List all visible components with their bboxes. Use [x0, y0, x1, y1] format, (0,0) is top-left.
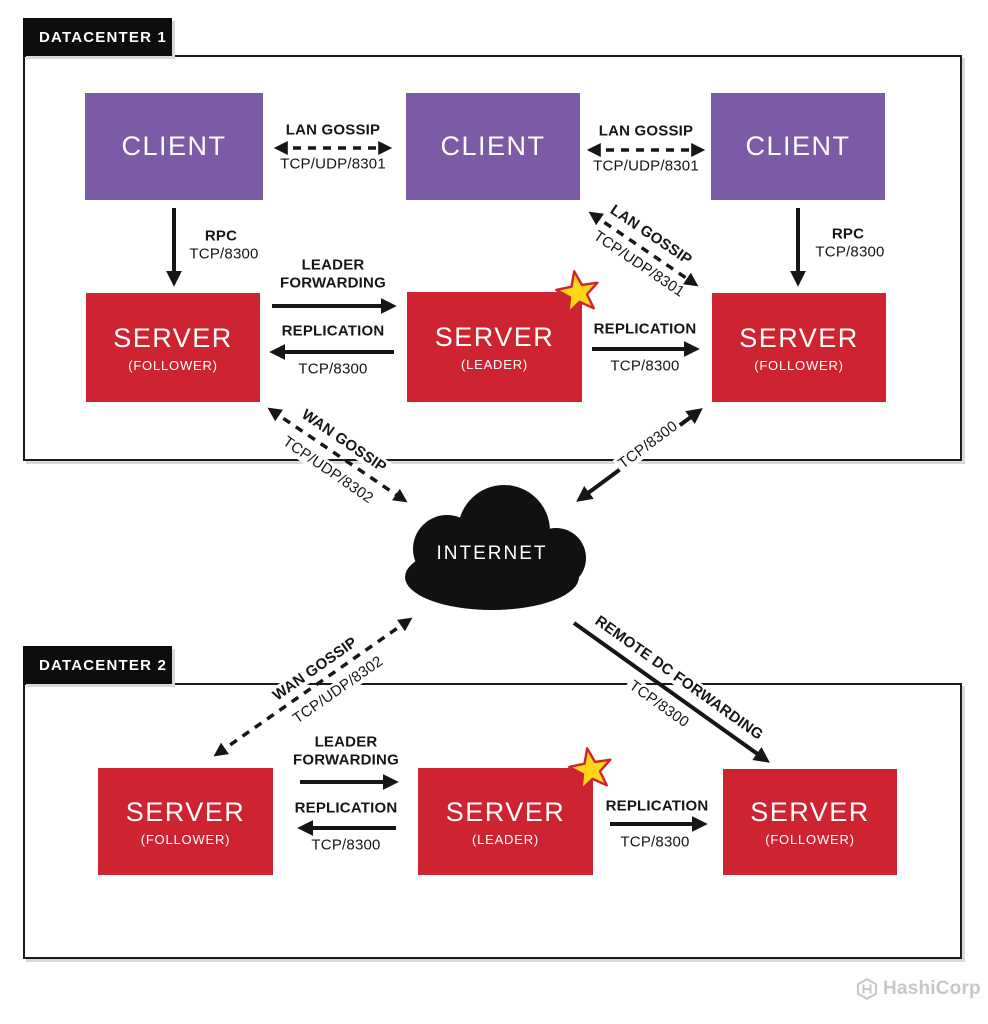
dc2-leader-forwarding-line2: FORWARDING	[293, 751, 399, 769]
dc1-server-1-title: SERVER	[113, 322, 233, 353]
dc1-replication-left-port: TCP/8300	[298, 360, 368, 378]
dc1-client-1: CLIENT	[85, 93, 263, 200]
dc1-client-3-label: CLIENT	[745, 131, 851, 161]
dc1-server-2-title: SERVER	[434, 322, 555, 352]
dc1-server-follower-left: SERVER (FOLLOWER)	[86, 293, 260, 402]
dc2-server-follower-left: SERVER (FOLLOWER)	[98, 768, 273, 875]
dc1-client-3: CLIENT	[711, 93, 885, 200]
hashicorp-logo-icon	[857, 978, 877, 1000]
dc2-server-1-title: SERVER	[125, 796, 246, 827]
dc1-leader-forwarding-line1: LEADER	[301, 256, 365, 274]
dc2-server-3-title: SERVER	[750, 797, 870, 827]
dc1-replication-left-title: REPLICATION	[281, 322, 385, 340]
datacenter2-border	[23, 683, 962, 959]
dc2-replication-left-port: TCP/8300	[311, 836, 381, 854]
datacenter1-label-text: DATACENTER 1	[39, 28, 168, 46]
dc2-replication-right-port: TCP/8300	[620, 833, 690, 851]
dc1-server-3-title: SERVER	[739, 322, 859, 353]
rpc-right-title: RPC	[831, 225, 865, 243]
datacenter1-label: DATACENTER 1	[23, 18, 172, 56]
internet-label: INTERNET	[436, 543, 548, 564]
dc1-server-1-subtitle: (FOLLOWER)	[128, 357, 218, 373]
dc1-replication-right-port: TCP/8300	[610, 357, 680, 375]
lan-gossip-1-title: LAN GOSSIP	[285, 121, 381, 139]
dc2-leader-forwarding-line1: LEADER	[314, 733, 378, 751]
dc1-client-2-label: CLIENT	[440, 131, 546, 161]
dc1-server-2-subtitle: (LEADER)	[460, 357, 529, 372]
dc1-leader-star-icon	[555, 270, 599, 314]
datacenter2-label: DATACENTER 2	[23, 646, 172, 684]
dc2-leader-star-icon	[568, 747, 612, 791]
datacenter2-label-text: DATACENTER 2	[39, 656, 168, 674]
dc1-server-leader: SERVER (LEADER)	[407, 292, 582, 402]
dc2-server-leader: SERVER (LEADER)	[418, 768, 593, 875]
dc2-replication-right-title: REPLICATION	[605, 797, 709, 815]
lan-gossip-2-title: LAN GOSSIP	[598, 122, 694, 140]
dc1-client-1-label: CLIENT	[121, 131, 227, 161]
dc2-server-1-subtitle: (FOLLOWER)	[140, 831, 231, 847]
dc2-server-3-subtitle: (FOLLOWER)	[765, 832, 855, 847]
lan-gossip-1-port: TCP/UDP/8301	[280, 155, 386, 173]
dc2-server-2-title: SERVER	[445, 796, 566, 827]
dc1-replication-right-title: REPLICATION	[593, 320, 697, 338]
rpc-left-title: RPC	[204, 227, 238, 245]
dc2-server-follower-right: SERVER (FOLLOWER)	[723, 769, 897, 875]
dc2-server-2-subtitle: (LEADER)	[471, 831, 540, 847]
lan-gossip-2-port: TCP/UDP/8301	[593, 157, 699, 175]
dc1-server-3-subtitle: (FOLLOWER)	[754, 357, 844, 373]
dc1-leader-forwarding-line2: FORWARDING	[280, 274, 386, 292]
rpc-left-port: TCP/8300	[189, 245, 259, 263]
dc2-replication-left-title: REPLICATION	[294, 799, 398, 817]
hashicorp-brand: HashiCorp	[856, 978, 981, 1000]
rpc-right-port: TCP/8300	[815, 243, 885, 261]
hashicorp-brand-text: HashiCorp	[883, 978, 981, 999]
dc1-server-follower-right: SERVER (FOLLOWER)	[712, 293, 886, 402]
dc1-client-2: CLIENT	[406, 93, 580, 200]
datacenter1-border	[23, 55, 962, 461]
